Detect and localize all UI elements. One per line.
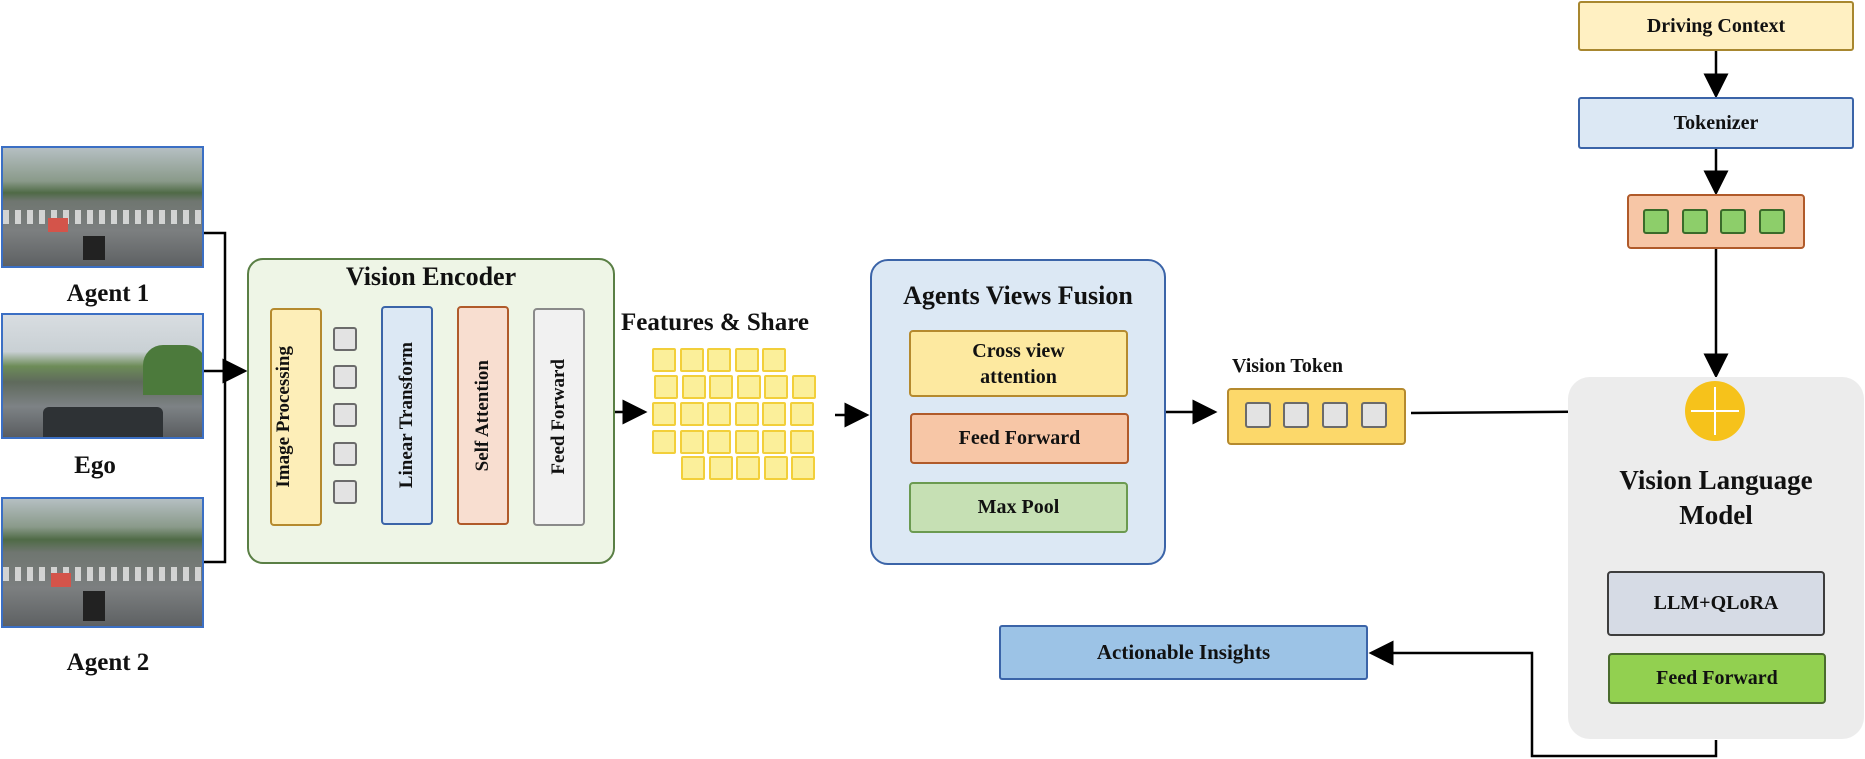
fusion-plus-icon [1685,381,1745,441]
max-pool-block: Max Pool [909,482,1128,533]
linear-transform-label: Linear Transform [396,342,417,489]
self-attention-block: Self Attention [457,306,509,525]
cross-view-attention-block: Cross view attention [909,330,1128,397]
feature-square [652,402,676,426]
agent2-label: Agent 2 [66,649,150,676]
max-pool-label: Max Pool [977,496,1060,518]
feature-square [707,348,731,372]
vlm-feed-forward-block: Feed Forward [1608,653,1826,704]
driving-context-label: Driving Context [1646,14,1786,37]
feature-square [681,456,705,480]
image-processing-label: Image Processing [273,346,294,488]
vision-token-square [1283,402,1309,428]
self-attention-label: Self Attention [472,359,493,472]
encoder-token [333,480,357,504]
actionable-insights-block: Actionable Insights [999,625,1368,680]
agent1-label: Agent 1 [66,280,150,307]
feature-square [789,402,814,426]
fusion-title: Agents Views Fusion [903,281,1133,310]
feature-square [654,375,678,399]
ego-label: Ego [74,452,116,479]
feature-square [762,402,786,426]
feature-square [791,375,816,399]
fusion-feed-forward-block: Feed Forward [910,413,1129,464]
feature-square [709,375,733,399]
agent2-camera-image [1,497,204,628]
encoder-token [333,365,357,389]
feature-square [679,402,704,426]
tokenizer-label: Tokenizer [1673,111,1759,134]
llm-qlora-label: LLM+QLoRA [1653,592,1779,614]
feature-square [734,430,759,454]
encoder-feed-forward-label: Feed Forward [548,359,569,475]
vlm-feed-forward-label: Feed Forward [1656,667,1778,689]
feature-square [679,348,704,372]
feature-square [763,456,788,480]
text-token-square [1720,209,1746,234]
llm-qlora-block: LLM+QLoRA [1607,571,1825,636]
encoder-token [333,403,357,427]
features-share-label: Features & Share [621,309,809,336]
feature-square [652,430,676,454]
driving-context-block: Driving Context [1578,1,1854,51]
agent1-camera-image [1,146,204,268]
feature-square [679,430,704,454]
vision-encoder-title: Vision Encoder [345,262,517,291]
linear-transform-block: Linear Transform [381,306,433,525]
actionable-insights-label: Actionable Insights [1096,640,1271,664]
feature-square [707,402,731,426]
encoder-token [333,442,357,466]
feature-square [708,456,733,480]
image-processing-block: Image Processing [270,308,322,526]
feature-square [764,375,788,399]
text-token-square [1643,209,1669,234]
vision-token-square [1361,402,1387,428]
feature-square [736,375,761,399]
encoder-feed-forward-block: Feed Forward [533,308,585,526]
vision-token-square [1322,402,1348,428]
vision-token-square [1245,402,1271,428]
tokenizer-block: Tokenizer [1578,97,1854,149]
feature-square [734,402,759,426]
vision-token-label: Vision Token [1232,355,1343,377]
feature-square [681,375,706,399]
fusion-feed-forward-label: Feed Forward [958,427,1081,449]
plus-cross-icon [1691,387,1739,435]
feature-square [789,430,814,454]
feature-square [736,456,760,480]
encoder-token [333,327,357,351]
feature-square [707,430,731,454]
feature-square [791,456,815,480]
ego-camera-image [1,313,204,439]
text-token-square [1682,209,1708,234]
feature-square [762,430,786,454]
cross-view-attention-label: Cross view attention [972,339,1065,388]
feature-square [762,348,786,372]
feature-square [652,348,676,372]
feature-square [734,348,759,372]
vlm-title: Vision Language Model [1619,465,1813,530]
text-token-square [1759,209,1785,234]
